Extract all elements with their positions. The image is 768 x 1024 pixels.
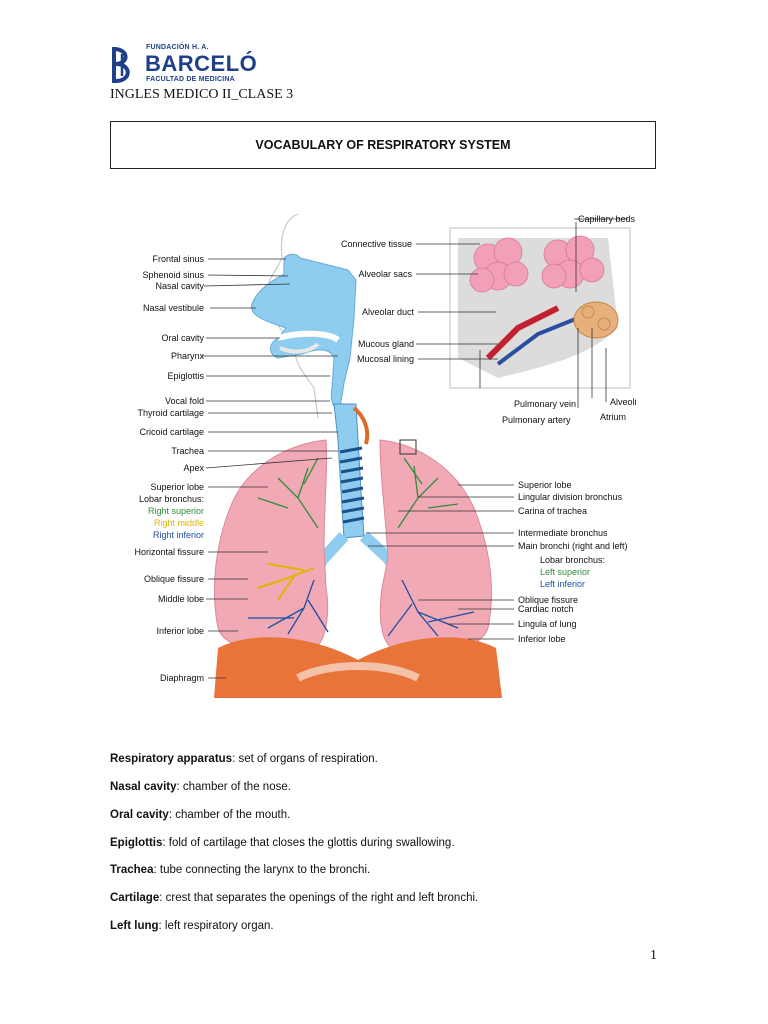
label-right-superior: Right superior xyxy=(148,506,204,516)
label-left-inferior: Left inferior xyxy=(540,579,585,589)
label-lingular-division-bronchus: Lingular division bronchus xyxy=(518,492,623,502)
label-atrium: Atrium xyxy=(600,412,626,422)
label-cricoid-cartilage: Cricoid cartilage xyxy=(139,427,204,437)
logo-top-text: FUNDACIÓN H. A. xyxy=(146,44,209,51)
vocab-item: Epiglottis: fold of cartilage that close… xyxy=(110,837,455,849)
label-nasal-vestibule: Nasal vestibule xyxy=(143,303,204,313)
label-right-middle: Right middle xyxy=(154,518,204,528)
vocab-term: Epiglottis xyxy=(110,837,163,849)
logo-bottom-text: FACULTAD DE MEDICINA xyxy=(146,76,235,83)
label-pharynx: Pharynx xyxy=(171,351,205,361)
label-main-bronchi: Main bronchi (right and left) xyxy=(518,541,628,551)
label-mucous-gland: Mucous gland xyxy=(358,339,414,349)
document-title: VOCABULARY OF RESPIRATORY SYSTEM xyxy=(110,121,656,169)
vocab-definition: : tube connecting the larynx to the bron… xyxy=(153,864,371,876)
label-alveolar-duct: Alveolar duct xyxy=(362,307,415,317)
label-pulmonary-vein: Pulmonary vein xyxy=(514,399,576,409)
vocab-term: Oral cavity xyxy=(110,809,169,821)
label-alveolar-sacs: Alveolar sacs xyxy=(358,269,412,279)
course-heading: INGLES MEDICO II_CLASE 3 xyxy=(110,87,294,102)
document-title-text: VOCABULARY OF RESPIRATORY SYSTEM xyxy=(255,138,511,152)
label-connective-tissue: Connective tissue xyxy=(341,239,412,249)
respiratory-system-diagram xyxy=(213,213,631,698)
vocab-term: Nasal cavity xyxy=(110,781,177,793)
vocab-term: Respiratory apparatus xyxy=(110,753,233,765)
vocab-item: Respiratory apparatus: set of organs of … xyxy=(110,753,378,765)
label-oral-cavity: Oral cavity xyxy=(161,333,204,343)
vocab-term: Trachea xyxy=(110,864,154,876)
label-alveoli: Alveoli xyxy=(610,397,637,407)
trachea-rings xyxy=(339,446,365,524)
vocab-definition: : chamber of the nose. xyxy=(176,781,291,793)
label-capillary-beds: Capillary beds xyxy=(578,214,636,224)
label-trachea: Trachea xyxy=(171,446,204,456)
label-intermediate-bronchus: Intermediate bronchus xyxy=(518,528,608,538)
vocab-term: Left lung xyxy=(110,920,159,932)
label-oblique-fissure-left: Oblique fissure xyxy=(518,595,578,605)
vocab-item: Trachea: tube connecting the larynx to t… xyxy=(110,864,370,876)
label-frontal-sinus: Frontal sinus xyxy=(152,254,204,264)
label-sphenoid-sinus: Sphenoid sinus xyxy=(142,270,204,280)
vocab-item: Cartilage: crest that separates the open… xyxy=(110,892,478,904)
label-apex: Apex xyxy=(183,463,204,473)
label-vocal-fold: Vocal fold xyxy=(165,396,204,406)
label-nasal-cavity: Nasal cavity xyxy=(155,281,204,291)
barcelo-logo-icon xyxy=(112,47,130,83)
label-inferior-lobe-left: Inferior lobe xyxy=(518,634,566,644)
vocab-definition: : chamber of the mouth. xyxy=(168,809,291,821)
institution-logo: FUNDACIÓN H. A. BARCELÓ FACULTAD DE MEDI… xyxy=(108,42,257,88)
label-middle-lobe: Middle lobe xyxy=(158,594,204,604)
label-horizontal-fissure: Horizontal fissure xyxy=(134,547,204,557)
label-lobar-bronchus-left: Lobar bronchus: xyxy=(540,555,605,565)
vocab-definition: : fold of cartilage that closes the glot… xyxy=(162,837,455,849)
label-superior-lobe-right: Superior lobe xyxy=(150,482,204,492)
logo-name: BARCELÓ xyxy=(145,51,258,76)
label-carina-of-trachea: Carina of trachea xyxy=(518,506,587,516)
vocab-item: Oral cavity: chamber of the mouth. xyxy=(110,809,290,821)
label-left-superior: Left superior xyxy=(540,567,590,577)
vocab-definition: : set of organs of respiration. xyxy=(232,753,378,765)
label-thyroid-cartilage: Thyroid cartilage xyxy=(137,408,204,418)
vocab-item: Left lung: left respiratory organ. xyxy=(110,920,274,932)
vocab-item: Nasal cavity: chamber of the nose. xyxy=(110,781,291,793)
label-cardiac-notch: Cardiac notch xyxy=(518,604,574,614)
label-lobar-bronchus-right: Lobar bronchus: xyxy=(139,494,204,504)
label-mucosal-lining: Mucosal lining xyxy=(357,354,414,364)
label-pulmonary-artery: Pulmonary artery xyxy=(502,415,571,425)
label-lingula-of-lung: Lingula of lung xyxy=(518,619,577,629)
vocab-term: Cartilage xyxy=(110,892,160,904)
label-inferior-lobe-right: Inferior lobe xyxy=(156,626,204,636)
label-oblique-fissure-right: Oblique fissure xyxy=(144,574,204,584)
vocab-definition: : crest that separates the openings of t… xyxy=(159,892,479,904)
page-number: 1 xyxy=(650,948,657,963)
label-epiglottis: Epiglottis xyxy=(167,371,204,381)
diagram-labels: Frontal sinus Sphenoid sinus Nasal cavit… xyxy=(134,214,637,683)
label-diaphragm: Diaphragm xyxy=(160,673,204,683)
label-superior-lobe-left: Superior lobe xyxy=(518,480,572,490)
vocab-definition: : left respiratory organ. xyxy=(158,920,274,932)
label-right-inferior: Right inferior xyxy=(153,530,204,540)
